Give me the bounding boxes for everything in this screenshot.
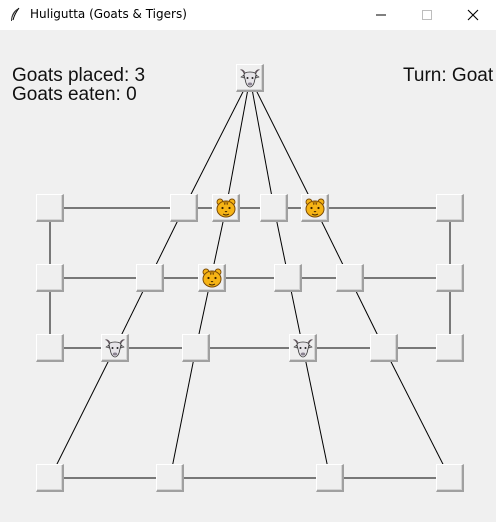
board-point-r1c1[interactable] — [36, 194, 64, 222]
board-point-r3c3[interactable] — [182, 334, 210, 362]
close-icon — [467, 9, 479, 21]
goat-icon — [293, 339, 313, 358]
board-point-r3c1[interactable] — [36, 334, 64, 362]
board-point-r1c5[interactable] — [301, 194, 329, 222]
title-bar: Huligutta (Goats & Tigers) — [0, 0, 496, 30]
minimize-button[interactable] — [358, 0, 404, 30]
tiger-icon — [216, 198, 236, 218]
board-point-r3c2[interactable] — [101, 334, 129, 362]
board-point-r1c2[interactable] — [170, 194, 198, 222]
turn-label: Turn: Goat — [403, 65, 494, 86]
feather-icon — [11, 7, 20, 21]
board-point-r3c6[interactable] — [436, 334, 464, 362]
board-point-r2c5[interactable] — [336, 264, 364, 292]
board-point-r2c1[interactable] — [36, 264, 64, 292]
board-point-r3c4[interactable] — [289, 334, 317, 362]
game-canvas: Goats placed: 3 Goats eaten: 0 Turn: Goa… — [0, 30, 496, 522]
goat-icon — [105, 339, 125, 358]
goats-placed-label: Goats placed: 3 — [12, 65, 146, 86]
tiger-icon — [305, 198, 325, 218]
maximize-icon — [422, 10, 432, 20]
goats-eaten-label: Goats eaten: 0 — [12, 84, 137, 105]
board-point-r4c2[interactable] — [156, 464, 184, 492]
maximize-button[interactable] — [404, 0, 450, 30]
board-point-r4c4[interactable] — [436, 464, 464, 492]
board-point-apex[interactable] — [236, 64, 264, 92]
minimize-icon — [376, 14, 386, 16]
board-point-r2c2[interactable] — [136, 264, 164, 292]
board-point-r1c6[interactable] — [436, 194, 464, 222]
board-point-r1c4[interactable] — [260, 194, 288, 222]
board-point-r2c6[interactable] — [436, 264, 464, 292]
board-point-r4c1[interactable] — [36, 464, 64, 492]
board-point-r1c3[interactable] — [212, 194, 240, 222]
window-title: Huligutta (Goats & Tigers) — [30, 7, 187, 21]
tiger-icon — [202, 268, 222, 288]
goat-icon — [240, 69, 260, 88]
board-point-r4c3[interactable] — [316, 464, 344, 492]
board-point-r2c3[interactable] — [198, 264, 226, 292]
board-point-r2c4[interactable] — [274, 264, 302, 292]
board-point-r3c5[interactable] — [370, 334, 398, 362]
close-button[interactable] — [450, 0, 496, 30]
